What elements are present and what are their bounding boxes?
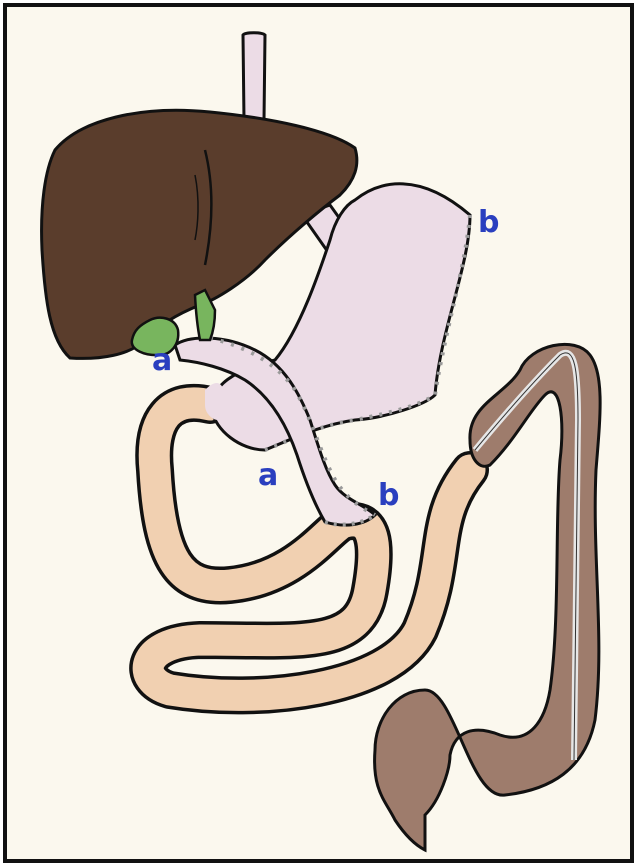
label-a-top: a: [152, 343, 172, 378]
label-b-bottom: b: [378, 478, 399, 513]
esophagus: [243, 33, 265, 120]
label-b-top: b: [478, 205, 499, 240]
label-a-bottom: a: [258, 458, 278, 493]
